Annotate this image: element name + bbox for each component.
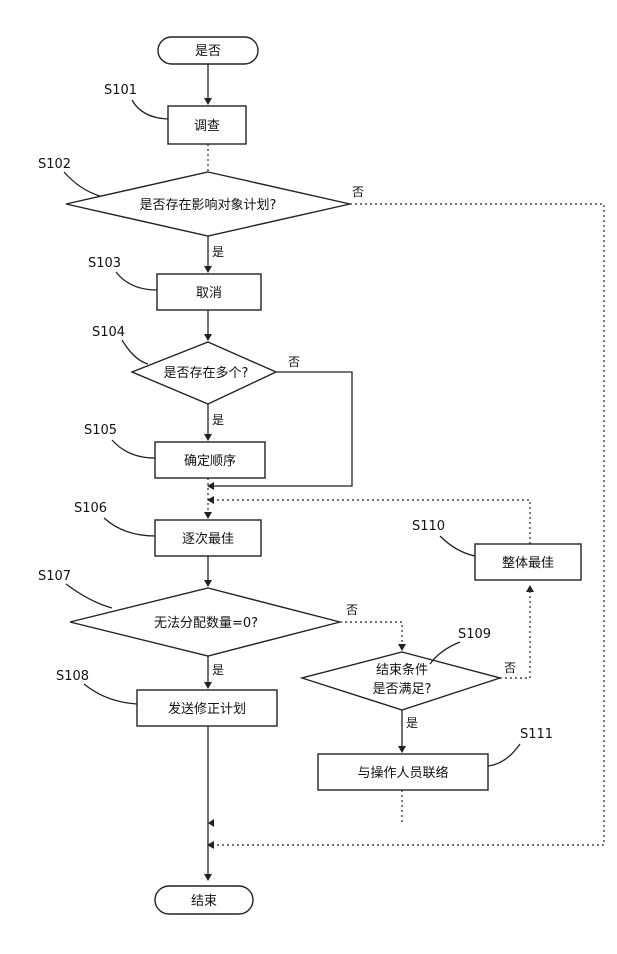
node-s110: 整体最佳 <box>475 544 581 580</box>
step-label-s106: S106 <box>74 501 107 516</box>
node-s102: 是否存在影响对象计划? <box>66 172 350 236</box>
node-s106: 逐次最佳 <box>155 520 261 556</box>
branch-s104-yes: 是 <box>212 413 224 427</box>
node-s109-label-2: 是否满足? <box>373 682 432 697</box>
node-s102-label: 是否存在影响对象计划? <box>140 197 277 213</box>
node-s101-label: 调查 <box>194 119 220 134</box>
step-label-s101: S101 <box>104 83 137 98</box>
branch-s109-no: 否 <box>504 661 516 675</box>
node-s108-label: 发送修正计划 <box>168 701 246 717</box>
branch-s104-no: 否 <box>288 355 300 369</box>
branch-s107-no: 否 <box>346 603 358 617</box>
step-label-s110: S110 <box>412 519 445 534</box>
node-end: 结束 <box>155 886 253 914</box>
step-label-s102: S102 <box>38 157 71 172</box>
node-s105-label: 确定顺序 <box>184 454 236 469</box>
node-s106-label: 逐次最佳 <box>182 531 234 547</box>
node-s107-label: 无法分配数量=0? <box>154 616 258 631</box>
step-label-s109: S109 <box>458 627 491 642</box>
node-s111-label: 与操作人员联络 <box>357 765 448 781</box>
node-s104: 是否存在多个? <box>132 342 276 404</box>
branch-s102-yes: 是 <box>212 245 224 259</box>
step-label-s107: S107 <box>38 569 71 584</box>
node-s107: 无法分配数量=0? <box>70 588 340 656</box>
node-end-label: 结束 <box>191 894 217 909</box>
node-s103-label: 取消 <box>196 286 222 301</box>
node-s104-label: 是否存在多个? <box>164 365 249 381</box>
node-s108: 发送修正计划 <box>137 690 277 726</box>
step-label-s111: S111 <box>520 727 553 742</box>
node-start-label: 是否 <box>195 44 221 59</box>
step-label-s103: S103 <box>88 256 121 271</box>
step-labels: S101 S102 S103 S104 S105 S106 S107 S108 … <box>38 83 553 766</box>
edge-s102-no <box>214 204 604 845</box>
node-s109: 结束条件 是否满足? <box>302 652 500 710</box>
branch-s102-no: 否 <box>352 185 364 199</box>
step-label-s104: S104 <box>92 325 125 340</box>
branch-s107-yes: 是 <box>212 663 224 677</box>
node-s110-label: 整体最佳 <box>502 556 554 571</box>
node-s111: 与操作人员联络 <box>318 754 488 790</box>
node-s105: 确定顺序 <box>155 442 265 478</box>
step-label-s105: S105 <box>84 423 117 438</box>
edge-s107-no <box>340 622 402 645</box>
node-s103: 取消 <box>157 274 261 310</box>
branch-s109-yes: 是 <box>406 716 418 730</box>
node-s109-label-1: 结束条件 <box>376 662 428 678</box>
node-start: 是否 <box>158 37 258 64</box>
node-s101: 调查 <box>168 106 246 144</box>
step-label-s108: S108 <box>56 669 89 684</box>
